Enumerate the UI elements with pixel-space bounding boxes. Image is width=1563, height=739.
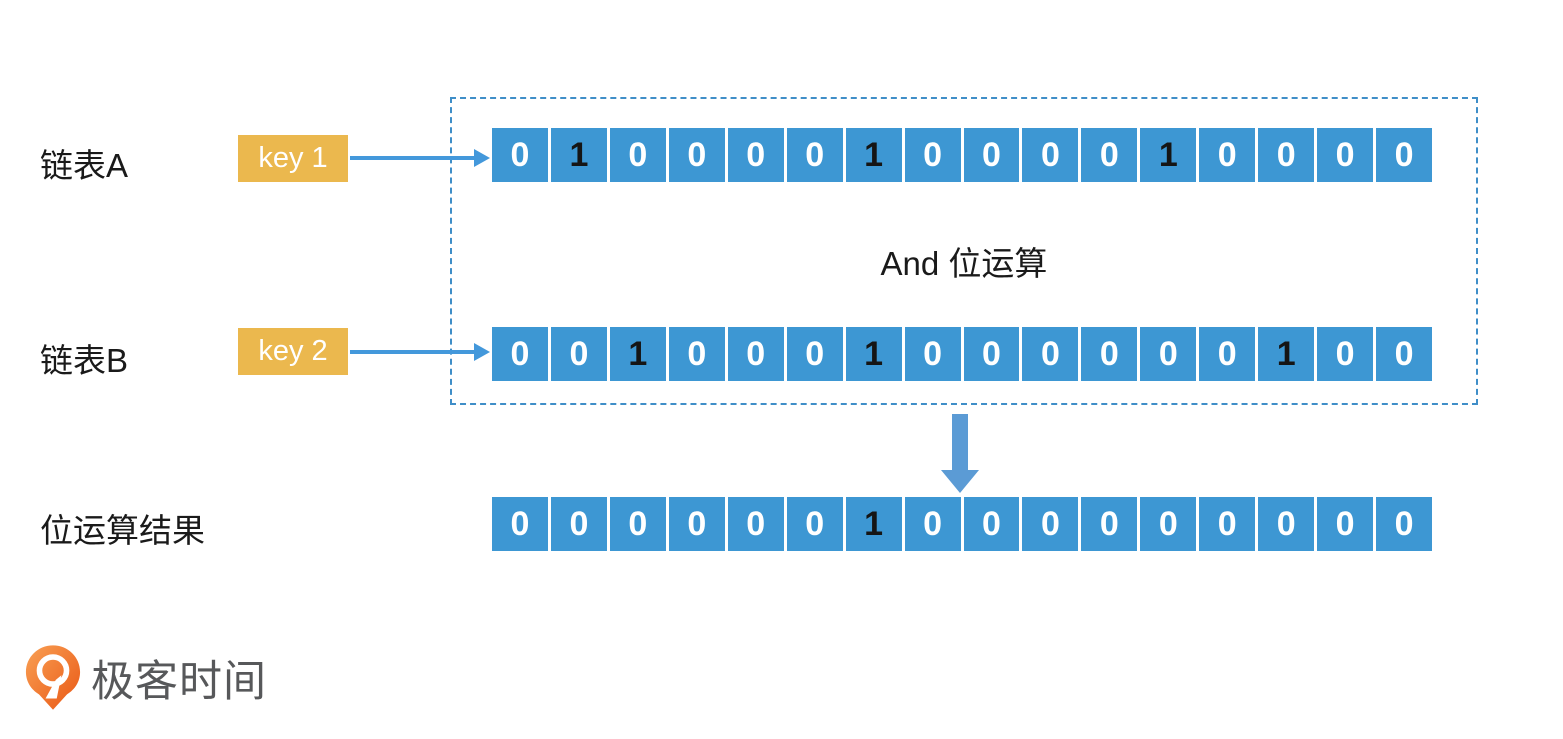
bit-cell: 1: [609, 327, 666, 381]
arrow-head-icon: [474, 149, 490, 167]
bit-cell: 1: [1140, 128, 1197, 182]
bit-cell: 0: [550, 497, 607, 551]
bit-cell: 0: [1022, 497, 1079, 551]
key-2-box: key 2: [238, 328, 348, 375]
bit-cell: 1: [550, 128, 607, 182]
bit-cell: 0: [550, 327, 607, 381]
bit-cell: 0: [1081, 327, 1138, 381]
bit-cell: 0: [963, 327, 1020, 381]
bit-cell: 0: [1022, 327, 1079, 381]
result-label: 位运算结果: [40, 512, 205, 549]
bit-cell: 0: [1199, 327, 1256, 381]
geektime-logo-icon: [25, 645, 81, 710]
arrow-head-icon: [474, 343, 490, 361]
bit-cell: 0: [1317, 128, 1374, 182]
down-arrow-shaft: [952, 414, 968, 471]
key-1-box: key 1: [238, 135, 348, 182]
key-1-arrow: [350, 149, 490, 167]
arrow-shaft: [350, 350, 476, 354]
bit-cell: 0: [1140, 497, 1197, 551]
bit-cell: 0: [727, 327, 784, 381]
bit-cell: 0: [1199, 497, 1256, 551]
down-arrow-head: [941, 470, 979, 493]
bit-cell: 0: [727, 128, 784, 182]
bit-cell: 0: [609, 128, 666, 182]
and-operation-label: And 位运算: [880, 245, 1048, 282]
bit-cell: 0: [668, 327, 725, 381]
bit-cell: 0: [904, 327, 961, 381]
bit-cell: 0: [786, 128, 843, 182]
bit-cell: 0: [1022, 128, 1079, 182]
bit-cell: 1: [845, 327, 902, 381]
bit-cell: 0: [1317, 497, 1374, 551]
bit-cell: 0: [668, 128, 725, 182]
geektime-logo: 极客时间: [25, 644, 267, 712]
bit-cell: 0: [727, 497, 784, 551]
geektime-logo-text: 极客时间: [91, 658, 267, 706]
arrow-shaft: [350, 156, 476, 160]
bit-cell: 0: [904, 128, 961, 182]
bit-cell: 0: [786, 327, 843, 381]
bit-cell: 0: [1081, 497, 1138, 551]
bit-cell: 0: [963, 128, 1020, 182]
bit-cell: 0: [1199, 128, 1256, 182]
bit-cell: 0: [1317, 327, 1374, 381]
bit-cell: 0: [1081, 128, 1138, 182]
bit-cell: 0: [1258, 128, 1315, 182]
bit-cell: 1: [845, 128, 902, 182]
bit-cell: 0: [1376, 128, 1432, 182]
bit-cell: 0: [1140, 327, 1197, 381]
bit-cell: 0: [668, 497, 725, 551]
bit-cell: 0: [492, 128, 548, 182]
bit-cell: 0: [609, 497, 666, 551]
bit-cell: 0: [786, 497, 843, 551]
bit-cell: 1: [845, 497, 902, 551]
linked-list-a-label: 链表A: [40, 147, 129, 184]
down-arrow-icon: [941, 414, 979, 493]
bit-cell: 0: [1258, 497, 1315, 551]
linked-list-b-label: 链表B: [40, 342, 129, 379]
bit-cell: 0: [492, 327, 548, 381]
operation-group-dashed-box: [450, 97, 1478, 405]
bit-cell: 0: [963, 497, 1020, 551]
key-2-arrow: [350, 343, 490, 361]
bit-cell: 0: [904, 497, 961, 551]
bit-cell: 1: [1258, 327, 1315, 381]
bit-cell: 0: [492, 497, 548, 551]
bit-cell: 0: [1376, 497, 1432, 551]
bit-cell: 0: [1376, 327, 1432, 381]
